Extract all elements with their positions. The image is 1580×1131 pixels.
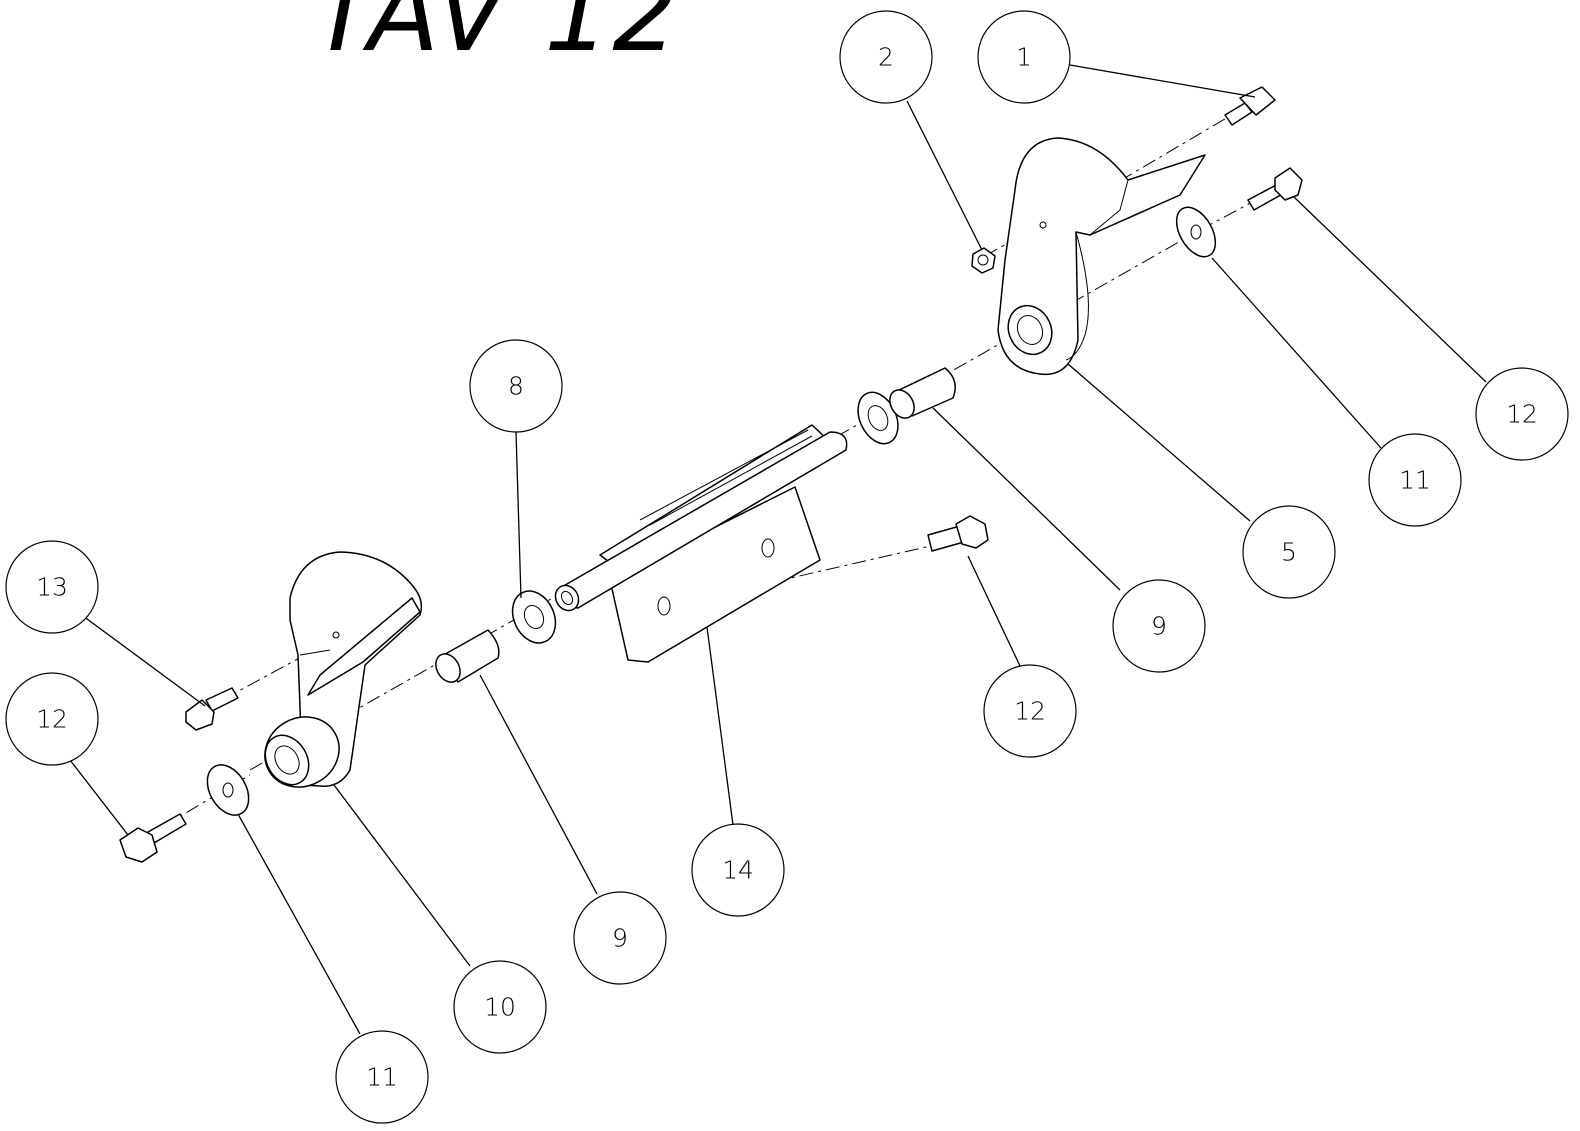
right-lever-part-5 <box>997 137 1206 376</box>
screw-left-part-12 <box>119 813 187 863</box>
balloon-13: 13 <box>5 540 99 634</box>
balloon-12-left: 12 <box>5 672 99 766</box>
balloon-5: 5 <box>1242 505 1336 599</box>
balloon-14-label: 14 <box>722 856 754 885</box>
balloon-5-label: 5 <box>1281 538 1297 567</box>
bolt-part-13 <box>185 687 239 731</box>
balloon-13-label: 13 <box>36 573 68 602</box>
screw-middle-part-12 <box>927 515 989 552</box>
balloon-9-right-label: 9 <box>1151 612 1167 641</box>
spacer-right-part-9 <box>889 367 956 419</box>
balloon-12-middle-label: 12 <box>1014 697 1046 726</box>
balloon-11-left: 11 <box>335 1030 429 1124</box>
balloon-1: 1 <box>977 10 1071 104</box>
balloon-11-left-label: 11 <box>366 1063 398 1092</box>
central-bracket-part-14 <box>554 424 848 663</box>
balloon-8: 8 <box>469 339 563 433</box>
screw-right-part-12 <box>1247 167 1303 211</box>
washer-part-8 <box>511 590 557 644</box>
nut-part-2 <box>971 247 996 274</box>
bolt-part-1 <box>1224 86 1276 126</box>
leader-lines <box>69 64 1487 1035</box>
balloon-11-right-label: 11 <box>1399 466 1431 495</box>
balloon-9-left: 9 <box>573 891 667 985</box>
spacer-left-part-9 <box>435 629 500 683</box>
drawing-title: TAV 12 <box>312 0 681 75</box>
washer-left-part-11 <box>206 764 250 816</box>
balloon-2: 2 <box>839 10 933 104</box>
left-lever-part-10 <box>264 551 423 788</box>
balloon-10: 10 <box>453 960 547 1054</box>
balloon-8-label: 8 <box>508 372 524 401</box>
balloon-12-left-label: 12 <box>36 705 68 734</box>
balloon-12-right-label: 12 <box>1506 400 1538 429</box>
balloon-14: 14 <box>691 823 785 917</box>
balloon-12-right: 12 <box>1475 367 1569 461</box>
balloon-9-left-label: 9 <box>612 924 628 953</box>
balloon-9-right: 9 <box>1112 579 1206 673</box>
balloon-11-right: 11 <box>1368 433 1462 527</box>
balloon-1-label: 1 <box>1016 43 1032 72</box>
balloon-12-middle: 12 <box>983 664 1077 758</box>
washer-right-part-11 <box>1175 206 1217 258</box>
balloon-10-label: 10 <box>484 993 516 1022</box>
balloon-2-label: 2 <box>878 43 894 72</box>
